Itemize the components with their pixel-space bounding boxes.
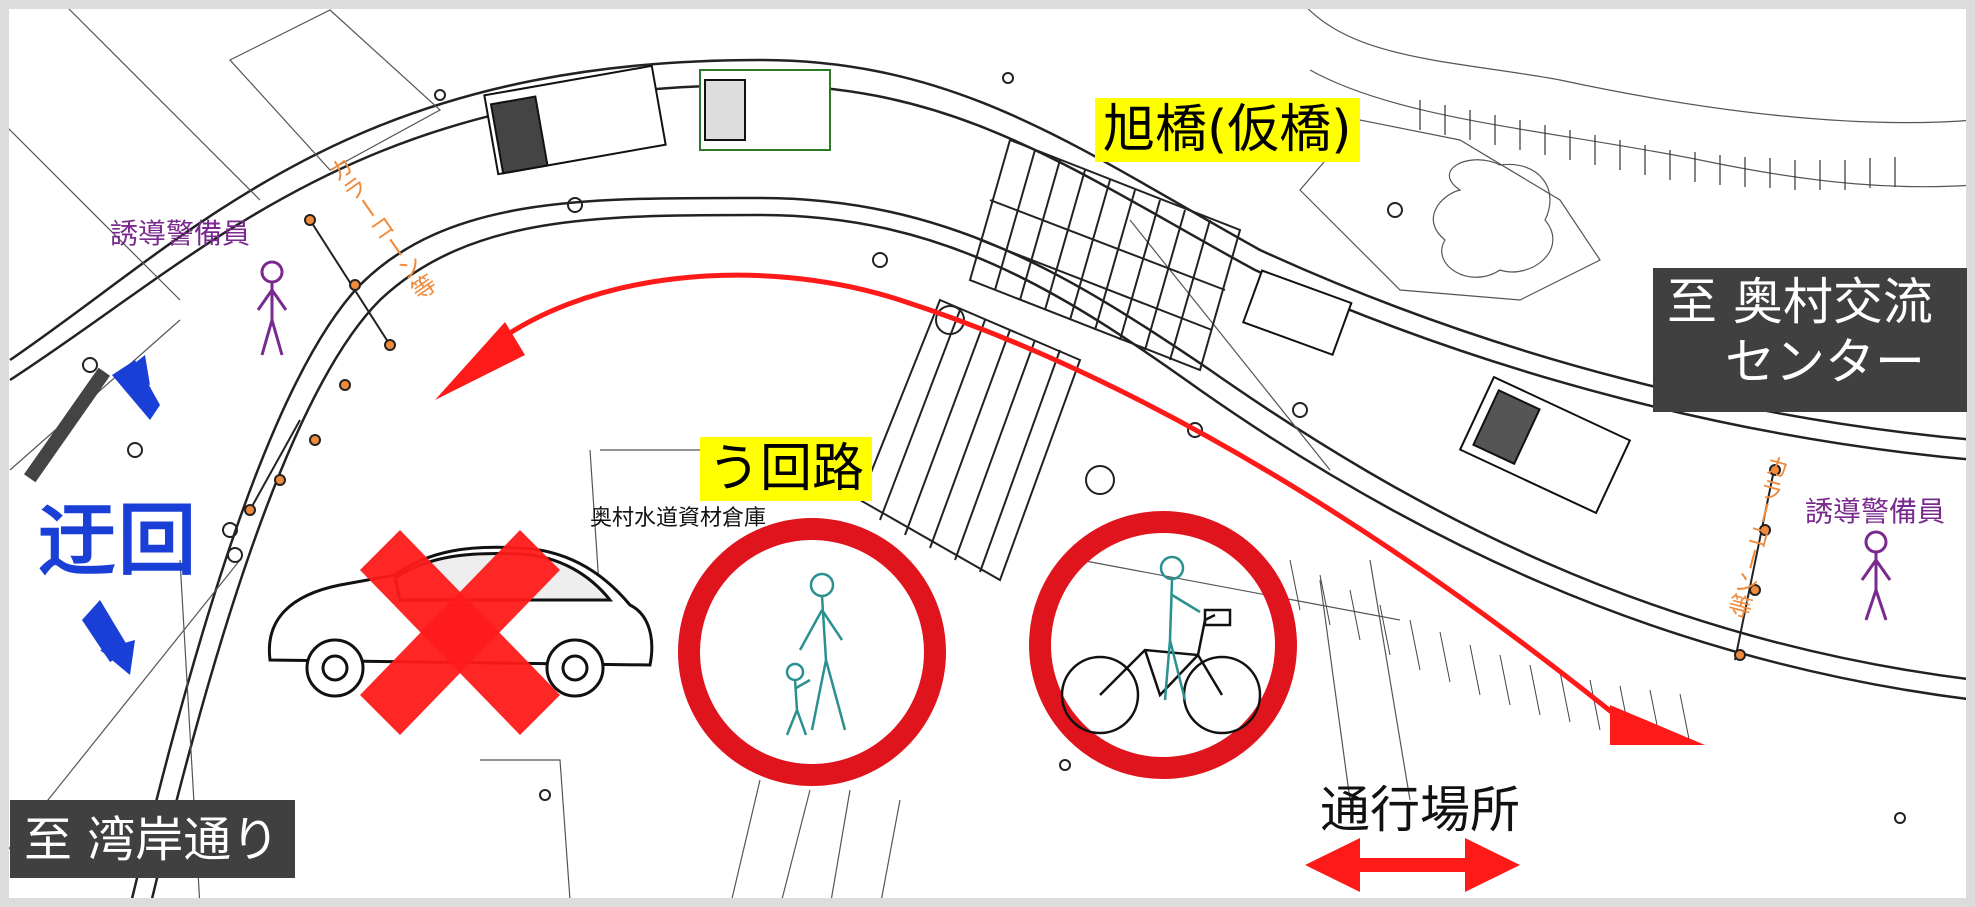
color-cone-line-east xyxy=(1734,464,1781,661)
construction-vehicles xyxy=(483,64,1632,515)
map-markers xyxy=(82,72,1906,824)
pedestrian-allowed-circle xyxy=(678,518,946,786)
guard-figure-icon xyxy=(1860,530,1892,621)
blue-arrow-icon xyxy=(82,600,135,675)
destination-east-line2: センター xyxy=(1725,333,1925,391)
prohibited-x xyxy=(360,530,560,735)
pedestrian-with-child-icon xyxy=(785,572,847,736)
color-cone-line-west xyxy=(244,214,396,516)
detour-arrowhead-east xyxy=(1610,705,1705,745)
destination-west: 至 湾岸通り xyxy=(10,800,296,878)
destination-east: 至 奥村交流 センター xyxy=(1653,268,1967,412)
road-outlines xyxy=(9,58,1975,907)
guard-label-east: 誘導警備員 xyxy=(1805,495,1946,528)
bridge-label: 旭橋(仮橋) xyxy=(1095,98,1360,162)
cyclist-icon xyxy=(1060,555,1262,735)
double-arrow-icon xyxy=(1305,838,1520,892)
detour-marker: 迂回 xyxy=(38,496,199,586)
detour-arrowhead-west xyxy=(435,322,525,400)
guard-figure-icon xyxy=(256,260,288,356)
passage-label: 通行場所 xyxy=(1320,781,1520,839)
fence-ticks xyxy=(1419,100,1896,190)
warehouse-label: 奥村水道資材倉庫 xyxy=(590,506,767,531)
hatched-barrier xyxy=(23,367,111,483)
destination-east-line1: 至 奥村交流 xyxy=(1667,273,1933,331)
blue-arrow-icon xyxy=(112,355,160,420)
bicycle-allowed-circle xyxy=(1029,511,1297,779)
temporary-bridge-structure xyxy=(858,138,1242,582)
guard-label-west: 誘導警備員 xyxy=(110,217,251,250)
detour-arrow xyxy=(435,272,1705,745)
slope-hatching xyxy=(1289,559,1691,745)
detour-label: う回路 xyxy=(700,437,873,501)
